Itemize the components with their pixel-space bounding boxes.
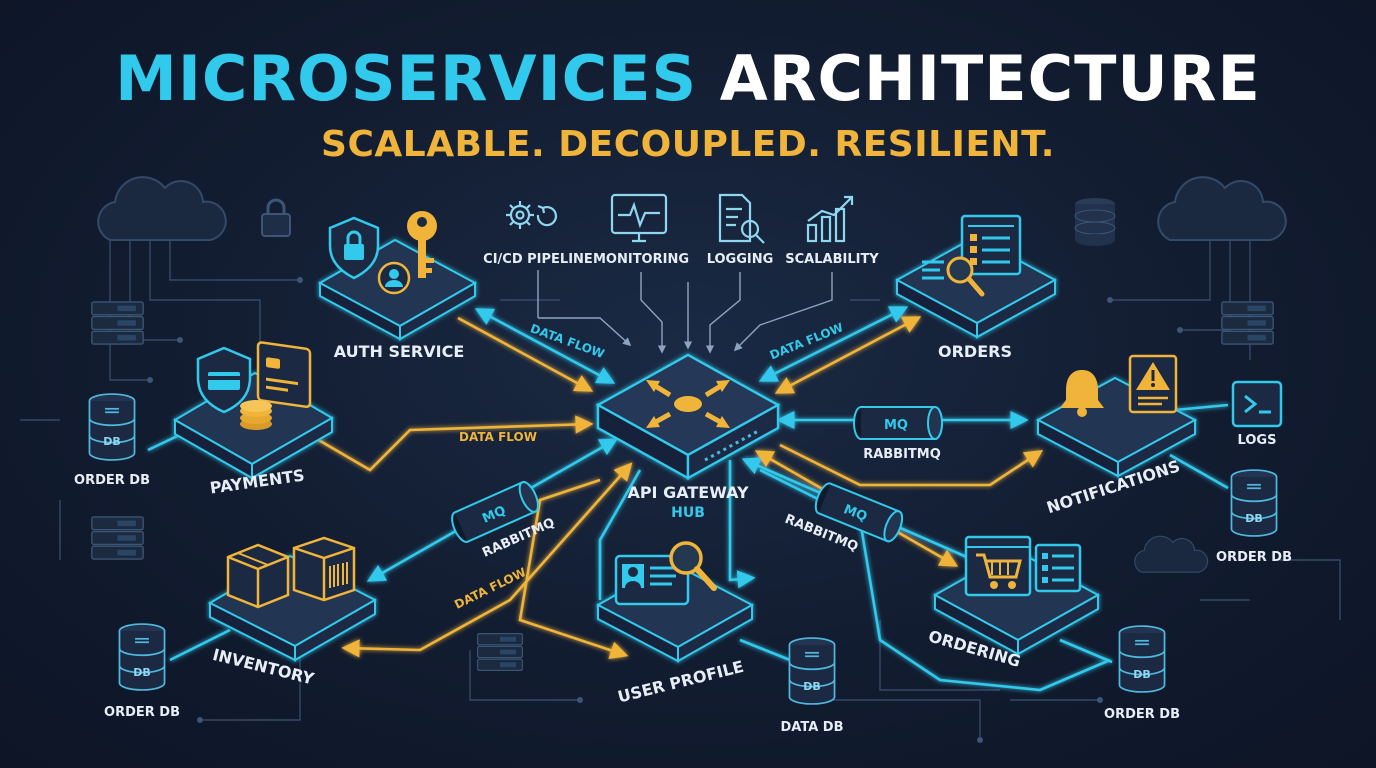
- db-glyph: DB: [803, 680, 821, 693]
- database-icon: [118, 623, 166, 691]
- orders-platform: [894, 235, 1058, 339]
- server-rack-icon: [91, 301, 144, 345]
- db-glyph: DB: [103, 435, 121, 448]
- db-inventory: DB ORDER DB: [104, 623, 180, 720]
- db-user-profile: DB DATA DB: [781, 637, 844, 735]
- database-icon: [1230, 469, 1278, 537]
- shield-card-icon: [196, 346, 252, 414]
- growth-chart-icon: [806, 195, 854, 243]
- header: MICROSERVICES ARCHITECTURE SCALABLE. DEC…: [0, 48, 1376, 166]
- db-glyph: DB: [133, 666, 151, 679]
- title-part-1: MICROSERVICES: [115, 42, 698, 115]
- db-profile-label: DATA DB: [781, 720, 844, 735]
- db-ordering-label: ORDER DB: [1104, 707, 1180, 722]
- server-rack-icon: [476, 632, 524, 672]
- tool-logging: LOGGING: [683, 193, 774, 354]
- db-payments: DB ORDER DB: [74, 393, 150, 488]
- server-rack-icon: [1221, 301, 1274, 345]
- db-glyph: DB: [1133, 668, 1151, 681]
- mq-right: MQ RABBITMQ: [853, 406, 943, 462]
- tool-label-scalability: SCALABILITY: [785, 252, 879, 267]
- order-search-icon: [922, 256, 985, 297]
- mq-right-label: RABBITMQ: [863, 447, 941, 462]
- coin-stack-icon: [240, 400, 272, 430]
- monitor-icon: [610, 193, 668, 243]
- database-icon: [1118, 625, 1166, 693]
- orders-label: ORDERS: [938, 342, 1012, 361]
- logs-label: LOGS: [1238, 433, 1277, 448]
- cloud-icon: [1157, 176, 1287, 241]
- lock-icon: [261, 198, 291, 237]
- db-payments-label: ORDER DB: [74, 473, 150, 488]
- database-icon: [788, 637, 836, 705]
- auth-flow-label: DATA FLOW: [528, 321, 606, 361]
- checklist-icon: [960, 214, 1022, 276]
- ordering-icons: [964, 535, 1082, 597]
- user-profile-label: USER PROFILE: [616, 657, 746, 707]
- bell-icon: [1060, 370, 1104, 417]
- user-profile-icons: [614, 541, 717, 606]
- tool-label-monitoring: MONITORING: [593, 252, 689, 267]
- key-icon: [407, 211, 437, 278]
- title-part-2: ARCHITECTURE: [719, 42, 1261, 115]
- auth-icons: [328, 211, 437, 295]
- circuit-dots: [147, 277, 1183, 743]
- mq-left: MQ RABBITMQ: [447, 478, 557, 561]
- shopping-cart-icon: [964, 535, 1032, 597]
- cicd-gear-icon: [506, 201, 557, 229]
- api-gateway-sub-label: HUB: [671, 505, 705, 521]
- gateway-icons: [646, 380, 730, 428]
- payments-flow-label: DATA FLOW: [459, 430, 537, 444]
- db-ordering: DB ORDER DB: [1104, 625, 1180, 722]
- inventory-icons: [226, 536, 356, 609]
- subtitle: SCALABLE. DECOUPLED. RESILIENT.: [321, 124, 1055, 165]
- orders-icons: [922, 214, 1022, 297]
- page-title: MICROSERVICES ARCHITECTURE: [0, 48, 1376, 110]
- background-decor: [91, 176, 1287, 672]
- api-gateway-label: API GATEWAY: [627, 483, 749, 502]
- tool-label-logging: LOGGING: [707, 252, 774, 267]
- inventory-flow-label: DATA FLOW: [452, 565, 528, 612]
- document-search-icon: [718, 193, 765, 244]
- gateway-platform: [595, 353, 781, 481]
- mq-glyph: MQ: [884, 418, 908, 433]
- db-notifications: DB ORDER DB: [1216, 469, 1292, 565]
- db-inventory-label: ORDER DB: [104, 705, 180, 720]
- shield-lock-icon: [328, 216, 380, 280]
- logs-terminal-icon: [1231, 380, 1283, 428]
- database-icon: [88, 393, 136, 461]
- orders-flow-label: DATA FLOW: [768, 320, 845, 362]
- magnifier-icon: [669, 541, 717, 591]
- auth-service-label: AUTH SERVICE: [334, 342, 465, 361]
- notifications-icons: [1060, 354, 1178, 417]
- mq-lower-right: MQ RABBITMQ: [783, 480, 907, 555]
- db-glyph: DB: [1245, 512, 1263, 525]
- tool-label-cicd: CI/CD PIPELINE: [483, 252, 593, 267]
- list-panel-icon: [1034, 543, 1082, 593]
- flow-lines: [147, 306, 1229, 692]
- cloud-icon: [97, 176, 227, 241]
- credit-card-icon: [256, 341, 312, 409]
- user-badge-icon: [377, 261, 411, 295]
- cloud-icon: [1134, 535, 1209, 573]
- payments-icons: [196, 341, 312, 430]
- tool-monitoring: MONITORING: [593, 193, 689, 354]
- tool-scalability: SCALABILITY: [733, 195, 879, 352]
- inventory-platform: [207, 554, 378, 662]
- server-rack-icon: [91, 516, 144, 560]
- storage-icon: [1074, 198, 1116, 246]
- barcode-box-icon: [292, 536, 356, 602]
- warning-alert-icon: [1128, 354, 1178, 414]
- db-notifications-label: ORDER DB: [1216, 550, 1292, 565]
- box-icon: [226, 543, 290, 609]
